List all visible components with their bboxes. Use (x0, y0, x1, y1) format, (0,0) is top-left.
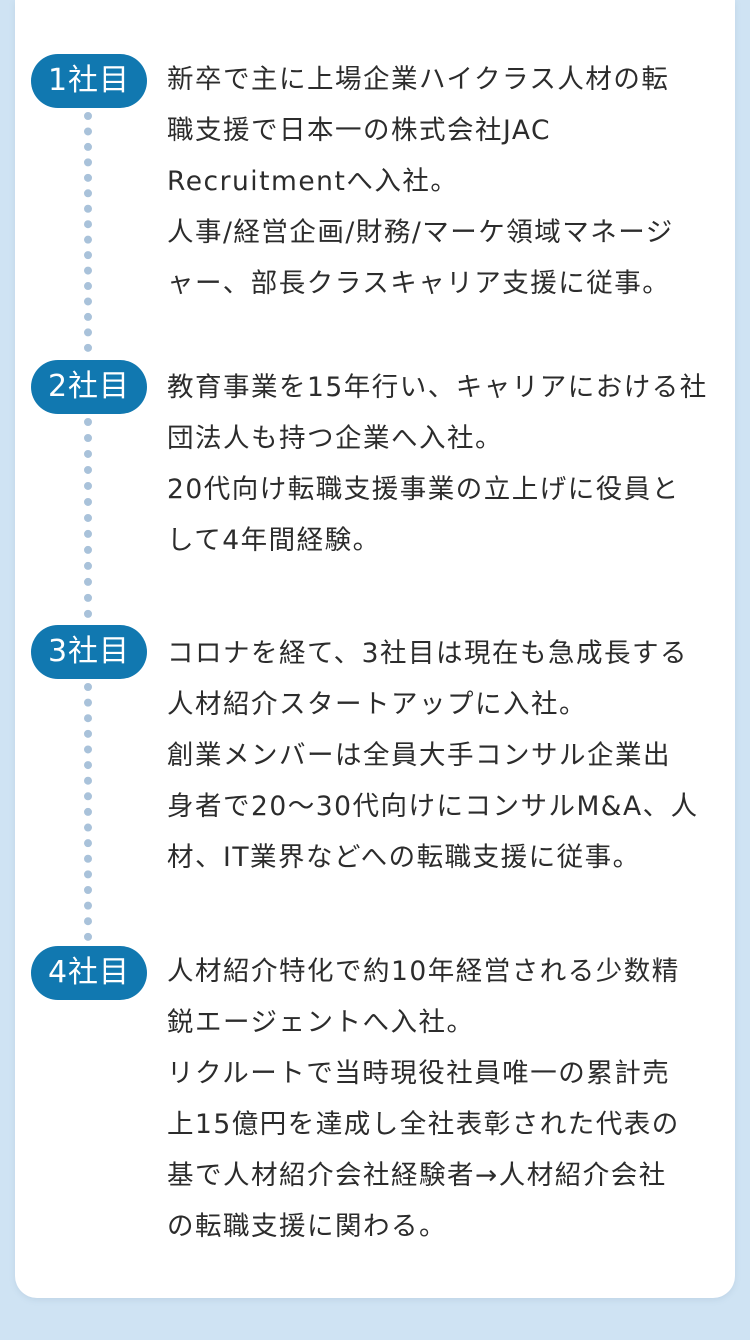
company-badge: 1社目 (31, 54, 147, 108)
career-timeline-card: 1社目 新卒で主に上場企業ハイクラス人材の転 職支援で日本一の株式会社JAC R… (15, 0, 735, 1298)
timeline-connector (84, 683, 102, 941)
company-badge: 4社目 (31, 946, 147, 1000)
timeline-connector (84, 418, 102, 618)
company-badge: 2社目 (31, 360, 147, 414)
career-description: 人材紹介特化で約10年経営される少数精 鋭エージェントへ入社。 リクルートで当時… (167, 956, 680, 1242)
timeline-connector (84, 112, 102, 352)
career-description: 新卒で主に上場企業ハイクラス人材の転 職支援で日本一の株式会社JAC Recru… (167, 64, 674, 299)
company-badge: 3社目 (31, 625, 147, 679)
career-description: 教育事業を15年行い、キャリアにおける社 団法人も持つ企業へ入社。 20代向け転… (167, 372, 708, 556)
career-description: コロナを経て、3社目は現在も急成長する 人材紹介スタートアップに入社。 創業メン… (167, 638, 699, 873)
